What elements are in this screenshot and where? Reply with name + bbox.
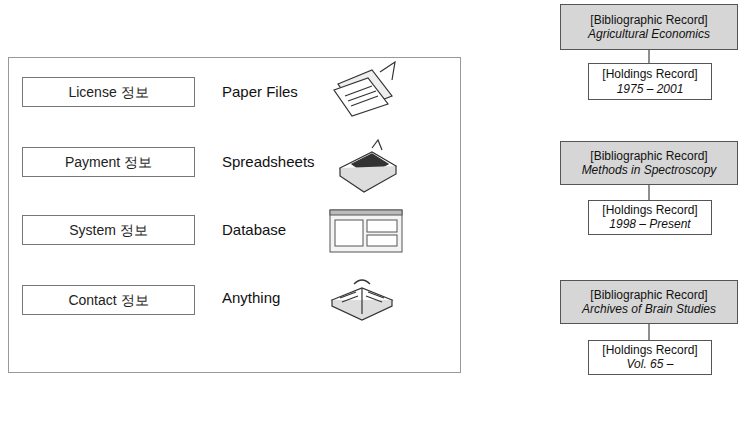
storage-label: Spreadsheets [222,153,315,170]
record-link [649,50,650,63]
node-heading: [Holdings Record] [602,343,697,357]
storage-label: Anything [222,289,280,306]
spreadsheet-icon [340,140,396,192]
node-heading: [Bibliographic Record] [590,13,707,27]
node-heading: [Bibliographic Record] [590,288,707,302]
node-heading: [Bibliographic Record] [590,149,707,163]
node-text: 1975 – 2001 [617,82,684,96]
holdings-record: [Holdings Record]1998 – Present [588,200,712,235]
storage-label: Database [222,221,286,238]
record-link [649,185,650,200]
node-text: Agricultural Economics [588,27,710,41]
info-box: System 정보 [22,215,195,245]
node-heading: License 정보 [68,84,148,101]
panel-frame [9,58,461,373]
node-text: 1998 – Present [609,217,690,231]
storage-label: Paper Files [222,83,298,100]
info-box: License 정보 [22,77,195,107]
node-heading: System 정보 [69,222,148,239]
bibliographic-record: [Bibliographic Record]Archives of Brain … [560,280,738,324]
node-heading: Contact 정보 [68,292,148,309]
node-heading: [Holdings Record] [602,203,697,217]
info-box: Contact 정보 [22,285,195,315]
info-box: Payment 정보 [22,147,195,177]
paper-files-icon [334,62,395,116]
node-text: Methods in Spectroscopy [582,163,717,177]
database-icon [330,210,402,252]
node-heading: Payment 정보 [65,154,152,171]
book-icon [332,280,392,320]
node-heading: [Holdings Record] [602,67,697,81]
bibliographic-record: [Bibliographic Record]Agricultural Econo… [560,4,738,50]
bibliographic-record: [Bibliographic Record]Methods in Spectro… [560,141,738,185]
holdings-record: [Holdings Record]1975 – 2001 [588,63,712,100]
node-text: Vol. 65 – [627,357,674,371]
node-text: Archives of Brain Studies [582,302,716,316]
holdings-record: [Holdings Record]Vol. 65 – [588,340,712,375]
record-link [649,324,650,340]
